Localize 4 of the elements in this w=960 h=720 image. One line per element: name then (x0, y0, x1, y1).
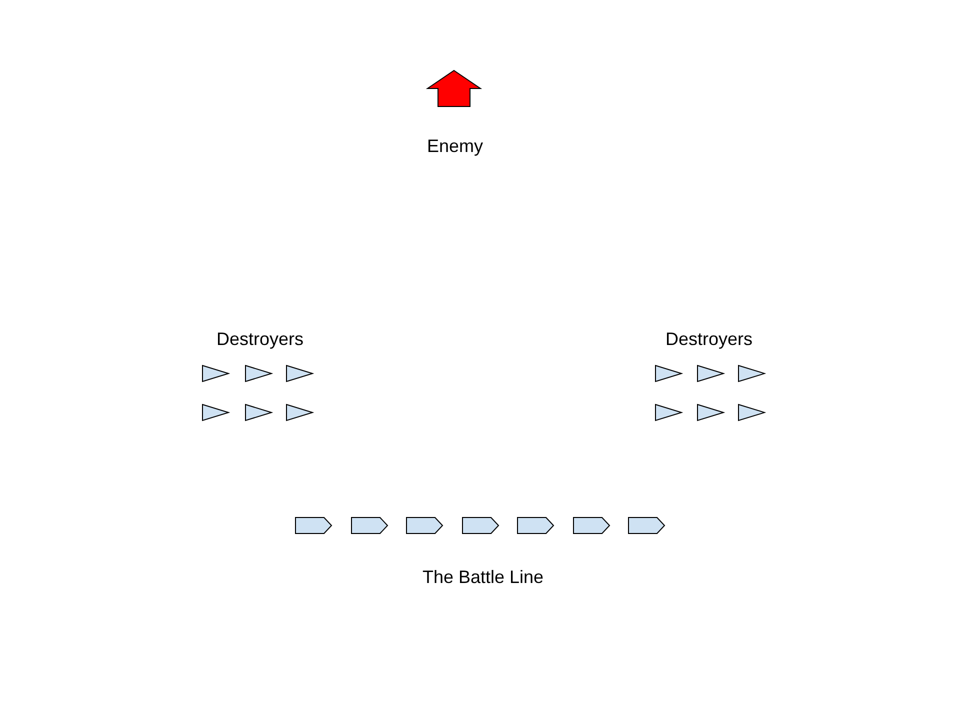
formation-label: The Battle Line (422, 566, 544, 588)
formation-label: Destroyers (216, 328, 304, 350)
formation-label: Enemy (426, 135, 484, 157)
formation-label: Destroyers (665, 328, 753, 350)
